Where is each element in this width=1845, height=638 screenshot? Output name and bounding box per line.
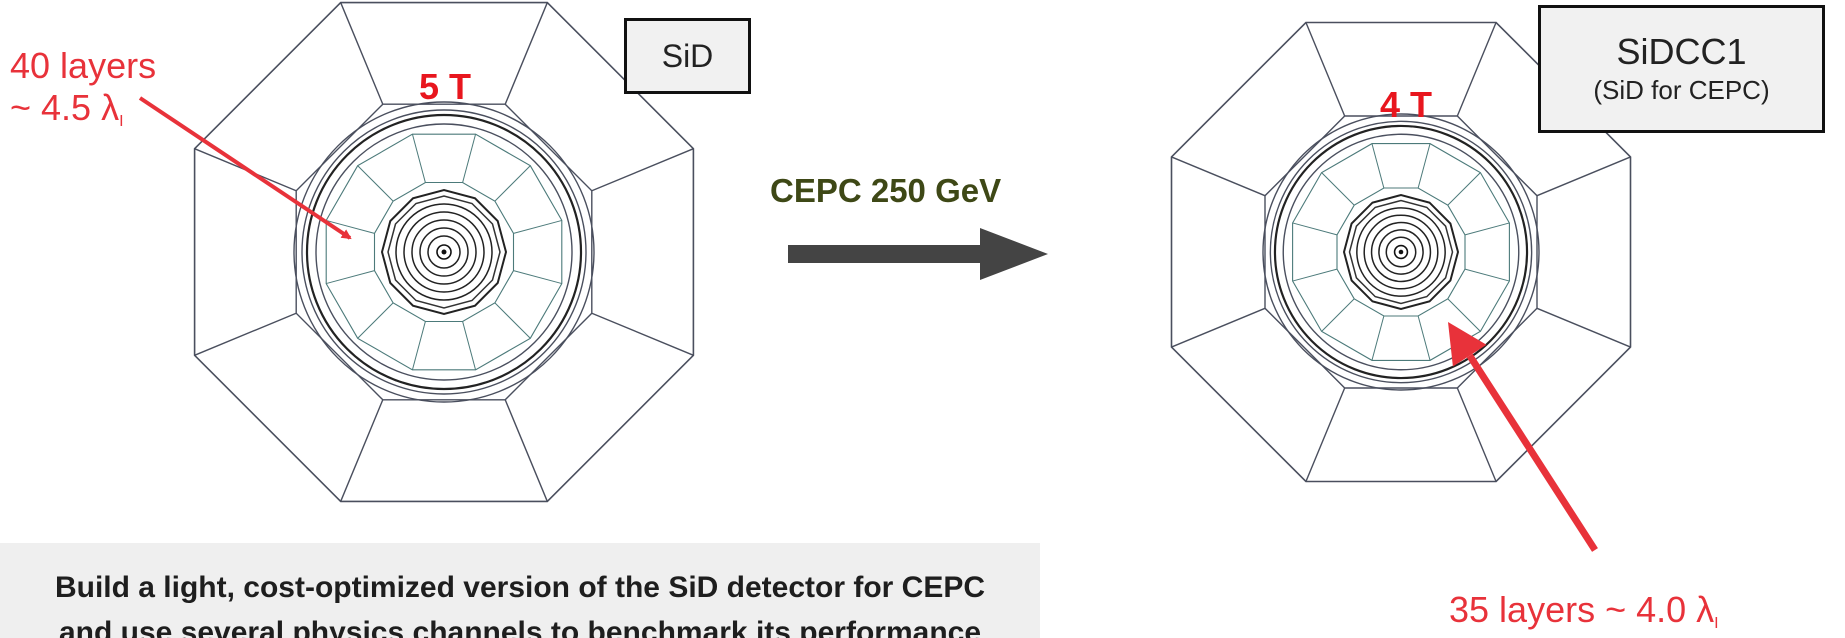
yoke-segment-edge bbox=[1456, 22, 1497, 117]
detector-subtitle-right: (SiD for CEPC) bbox=[1593, 75, 1770, 105]
hcal-module-divider bbox=[1292, 222, 1338, 236]
ecal-inner-boundary bbox=[1348, 199, 1454, 305]
hcal-module-divider bbox=[1464, 268, 1510, 282]
hcal-module-divider bbox=[326, 219, 375, 234]
hcal-module-divider bbox=[1292, 268, 1338, 282]
ecal-boundary bbox=[1342, 193, 1460, 311]
hcal-module-divider bbox=[513, 270, 562, 285]
hcal-module-divider bbox=[357, 302, 394, 339]
yoke-segment-edge bbox=[591, 312, 694, 356]
hcal-module-divider bbox=[411, 321, 426, 370]
lambda-subscript-left: I bbox=[119, 113, 124, 130]
yoke-segment-edge bbox=[340, 399, 384, 502]
hcal-depth-label-left: ~ 4.5 λI bbox=[10, 90, 124, 130]
hcal-module-divider bbox=[1447, 298, 1481, 332]
ecal-boundary bbox=[380, 188, 508, 316]
hcal-module-divider bbox=[494, 302, 531, 339]
tracker-layer bbox=[403, 211, 485, 293]
solenoid-ring bbox=[315, 123, 573, 381]
hcal-layers-label-left: 40 layers bbox=[10, 45, 157, 86]
transition-arrow bbox=[788, 228, 1048, 280]
yoke-segment-edge bbox=[340, 2, 384, 105]
yoke-inner-octagon bbox=[295, 103, 593, 401]
hcal-module-divider bbox=[462, 134, 477, 183]
yoke-segment-edge bbox=[591, 148, 694, 192]
solenoid-ring bbox=[1262, 113, 1540, 391]
sidcc1-detector-cross-section bbox=[1170, 21, 1632, 483]
hcal-module-divider bbox=[326, 270, 375, 285]
hcal-pointer-arrow-right bbox=[1466, 353, 1598, 552]
summary-line-2: and use several physics channels to benc… bbox=[58, 616, 982, 638]
detector-name-box-left: SiD bbox=[624, 18, 751, 94]
hcal-module-divider bbox=[1321, 298, 1355, 332]
vertex-detector bbox=[436, 244, 452, 260]
tracker-layer bbox=[411, 219, 477, 285]
solenoid-ring bbox=[305, 113, 583, 391]
yoke-segment-edge bbox=[1171, 156, 1266, 197]
hcal-pointer-arrow-left bbox=[138, 96, 352, 240]
solenoid-ring bbox=[301, 109, 587, 395]
hcal-pointer-arrowhead-right bbox=[1448, 322, 1487, 367]
hcal-module-divider bbox=[1464, 222, 1510, 236]
hcal-module-divider bbox=[494, 165, 531, 202]
magnetic-field-right: 4 T bbox=[1380, 84, 1433, 125]
hcal-module-divider bbox=[1447, 172, 1481, 206]
hcal-module-divider bbox=[1371, 315, 1385, 361]
tracker-layer bbox=[427, 235, 461, 269]
detector-name-left: SiD bbox=[661, 38, 714, 74]
lambda-subscript-right: I bbox=[1714, 615, 1719, 632]
beam-pipe bbox=[1398, 249, 1404, 255]
hcal-module-divider bbox=[411, 134, 426, 183]
tracker-layer bbox=[1385, 236, 1417, 268]
yoke-segment-edge bbox=[1536, 307, 1631, 348]
detector-name-box-right: SiDCC1 (SiD for CEPC) bbox=[1538, 5, 1825, 133]
magnetic-field-left: 5 T bbox=[419, 66, 472, 107]
yoke-segment-edge bbox=[1305, 22, 1346, 117]
detector-name-right: SiDCC1 bbox=[1616, 31, 1747, 72]
solenoid-ring bbox=[1282, 133, 1520, 371]
yoke-segment-edge bbox=[194, 312, 297, 356]
solenoid-ring bbox=[1269, 120, 1533, 384]
sid-detector-cross-section bbox=[193, 1, 695, 503]
tracker-layer bbox=[1356, 207, 1446, 297]
yoke-segment-edge bbox=[504, 399, 548, 502]
summary-line-1: Build a light, cost-optimized version of… bbox=[54, 571, 986, 604]
hcal-module-divider bbox=[513, 219, 562, 234]
vertex-detector bbox=[1393, 244, 1409, 260]
hcal-module-divider bbox=[1321, 172, 1355, 206]
yoke-segment-edge bbox=[1171, 307, 1266, 348]
transition-label: CEPC 250 GeV bbox=[770, 172, 1002, 209]
hcal-module-divider bbox=[1371, 143, 1385, 189]
hcal-inner-boundary bbox=[373, 181, 515, 323]
hcal-module-divider bbox=[357, 165, 394, 202]
summary-banner: Build a light, cost-optimized version of… bbox=[0, 543, 1040, 638]
hcal-layers-depth-right: 35 layers ~ 4.0 λ bbox=[1449, 589, 1715, 630]
solenoid-ring bbox=[1273, 124, 1529, 380]
solenoid-ring bbox=[293, 101, 595, 403]
yoke-segment-edge bbox=[1305, 387, 1346, 482]
hcal-module-divider bbox=[462, 321, 477, 370]
tracker-layer bbox=[1378, 229, 1424, 275]
yoke-segment-edge bbox=[1536, 156, 1631, 197]
tracker-layer bbox=[419, 227, 469, 277]
tracker-layer bbox=[395, 203, 493, 301]
yoke-segment-edge bbox=[504, 2, 548, 105]
yoke-segment-edge bbox=[1456, 387, 1497, 482]
tracker-layer bbox=[1363, 214, 1439, 290]
tracker-layer bbox=[1370, 221, 1432, 283]
beam-pipe bbox=[441, 249, 447, 255]
hcal-module-divider bbox=[1417, 315, 1431, 361]
hcal-label-right: 35 layers ~ 4.0 λI bbox=[1449, 592, 1719, 632]
yoke-inner-octagon bbox=[1264, 115, 1538, 389]
hcal-module-divider bbox=[1417, 143, 1431, 189]
ecal-inner-boundary bbox=[387, 195, 501, 309]
hcal-depth-value-left: ~ 4.5 λ bbox=[10, 87, 120, 128]
